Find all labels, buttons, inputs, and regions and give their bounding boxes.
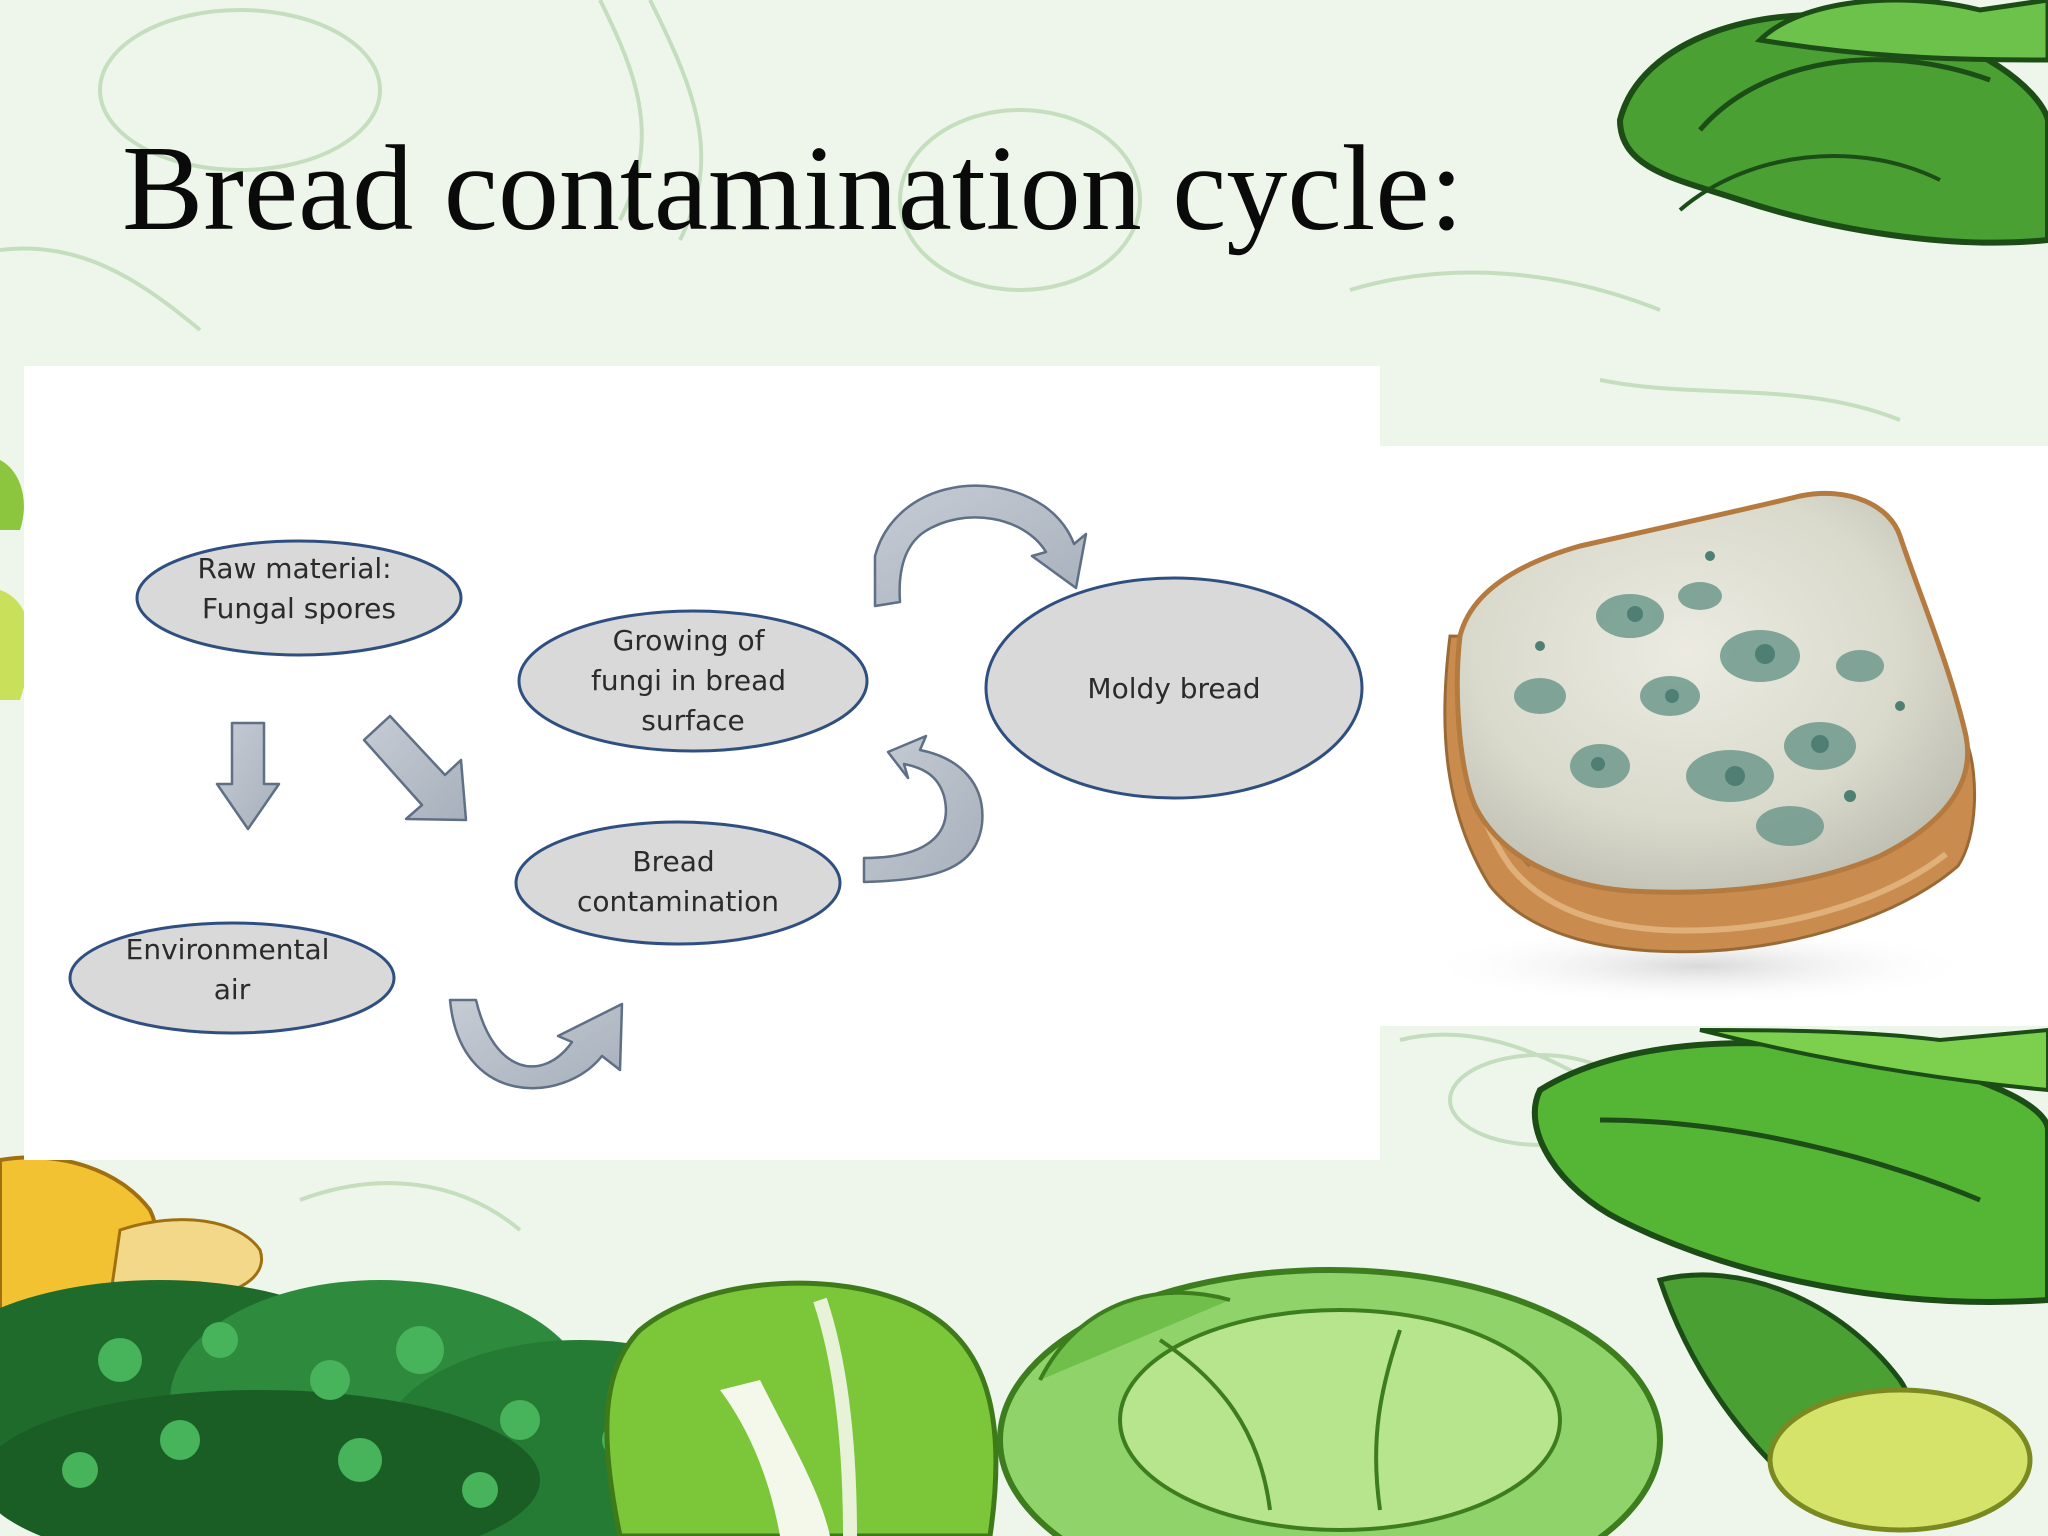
node-moldy-bread-line-1: Moldy bread [1087, 672, 1260, 705]
node-raw-material-line-2: Fungal spores [202, 592, 396, 625]
node-environmental-air-line-2: air [214, 973, 251, 1006]
node-bread-contamination-line-1: Bread [632, 845, 714, 878]
node-environmental-air: Environmental air [68, 921, 396, 1035]
svg-text:Moldy bread: Moldy bread [1087, 672, 1260, 705]
spinach-top-right-icon [1616, 0, 2048, 246]
node-growing-fungi: Growing of fungi in bread surface [517, 609, 869, 753]
node-growing-fungi-line-2: fungi in bread [591, 664, 786, 697]
node-moldy-bread: Moldy bread [984, 576, 1364, 800]
node-bread-contamination: Bread contamination [514, 820, 842, 946]
svg-text:Bread contamination: Bread contamination [577, 845, 779, 918]
arrow-curved-contamination-to-growing-icon [862, 734, 984, 884]
diagram-panel: Raw material: Fungal spores Environmenta… [24, 366, 1380, 1160]
arrow-curved-growing-to-moldy-icon [873, 484, 1088, 608]
contamination-cycle-diagram: Raw material: Fungal spores Environmenta… [68, 484, 1364, 1090]
moldy-bread-photo-icon [1420, 490, 1980, 1006]
node-raw-material-line-1: Raw material: [197, 552, 391, 585]
node-bread-contamination-line-2: contamination [577, 885, 779, 918]
node-growing-fungi-line-3: surface [641, 704, 744, 737]
slide-title: Bread contamination cycle: [122, 121, 1464, 256]
arrow-curved-env-to-contamination-icon [448, 998, 624, 1090]
arrow-down-icon [215, 721, 281, 831]
spinach-bottom-right-icon [1531, 1027, 2048, 1533]
svg-text:Growing of fungi in: Growing of fungi in bread surface [591, 624, 795, 737]
bok-choy-icon [604, 1280, 999, 1536]
node-raw-material: Raw material: Fungal spores [135, 539, 463, 657]
node-environmental-air-line-1: Environmental [126, 933, 330, 966]
node-growing-fungi-line-1: Growing of [613, 624, 766, 657]
cabbage-icon [997, 1267, 1663, 1536]
arrow-diagonal-icon [362, 714, 468, 822]
moldy-bread-photo-frame [1380, 446, 2048, 1026]
svg-text:Environmental air: Environmental air [126, 933, 339, 1006]
svg-text:Raw material: Fungal: Raw material: Fungal spores [197, 552, 400, 625]
